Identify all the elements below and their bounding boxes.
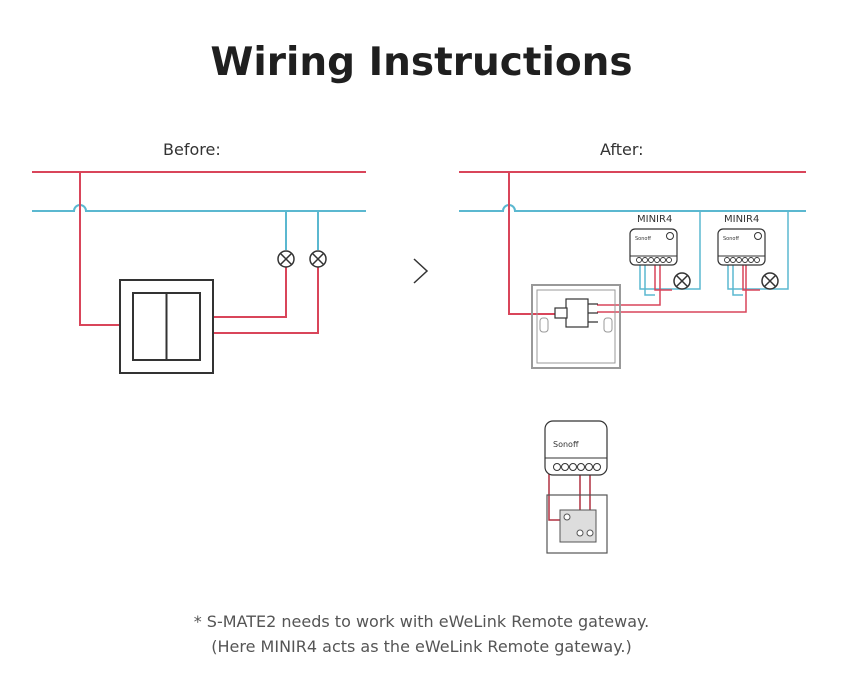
after-label: After:: [600, 140, 644, 159]
device-label: MINIR4: [724, 214, 759, 225]
live-to-switch-wire: [79, 172, 120, 326]
device-button: [754, 232, 762, 240]
device2-lamp-live-wire: [742, 265, 760, 291]
sonoff-logo: Sonoff: [723, 236, 739, 242]
before-label: Before:: [163, 140, 221, 159]
lamp-icon: [309, 250, 327, 268]
s-mate2-box-inner: [536, 289, 616, 364]
switch-to-lamp2-wire: [212, 267, 319, 334]
chevron-right-icon: [413, 258, 429, 284]
device-terminals: [553, 463, 601, 471]
device2-switch-wire: [597, 265, 747, 313]
device1-lamp-live-wire: [654, 265, 672, 291]
lamp-icon: [673, 272, 691, 290]
plate-terminal: [576, 529, 584, 537]
device-label: MINIR4: [637, 214, 672, 225]
plate-terminal: [586, 529, 594, 537]
device1-lamp-neutral-wire: [644, 265, 655, 296]
s-mate2-box: [531, 284, 621, 369]
s-mate2-plate: [546, 494, 608, 554]
minir4-device-large: [544, 420, 608, 476]
minir4-device-2: MINIR4 Sonoff: [717, 214, 766, 266]
s-mate2-terminals: [588, 303, 598, 323]
device-terminals: [724, 257, 760, 263]
live-to-switch-wire: [508, 172, 555, 315]
neutral-line: [32, 204, 366, 212]
device2-lamp-neutral-wire: [732, 265, 743, 296]
device-terminals: [636, 257, 672, 263]
sonoff-logo: Sonoff: [635, 236, 651, 242]
sonoff-logo: Sonoff: [553, 440, 579, 449]
neutral-line: [459, 204, 806, 212]
lamp-icon: [277, 250, 295, 268]
device-button: [666, 232, 674, 240]
mounting-slot: [539, 317, 549, 333]
minir4-device-1: MINIR4 Sonoff: [629, 214, 678, 266]
detail-diagram: Sonoff: [544, 420, 608, 554]
device1-switch-wire: [597, 265, 661, 306]
s-mate2-module: [565, 298, 589, 328]
switch-to-lamp1-wire: [212, 267, 287, 318]
page-title: Wiring Instructions: [210, 40, 633, 85]
before-diagram: [32, 171, 366, 374]
s-mate2-connector: [554, 307, 568, 319]
device1-neutral-wire: [639, 211, 701, 290]
after-diagram: [459, 171, 806, 369]
lamp-icon: [761, 272, 779, 290]
plate-terminal: [563, 513, 571, 521]
device2-neutral-wire: [727, 211, 789, 290]
mounting-slot: [603, 317, 613, 333]
footnote-line-2: (Here MINIR4 acts as the eWeLink Remote …: [211, 637, 632, 656]
footnote-line-1: * S-MATE2 needs to work with eWeLink Rem…: [193, 612, 650, 631]
